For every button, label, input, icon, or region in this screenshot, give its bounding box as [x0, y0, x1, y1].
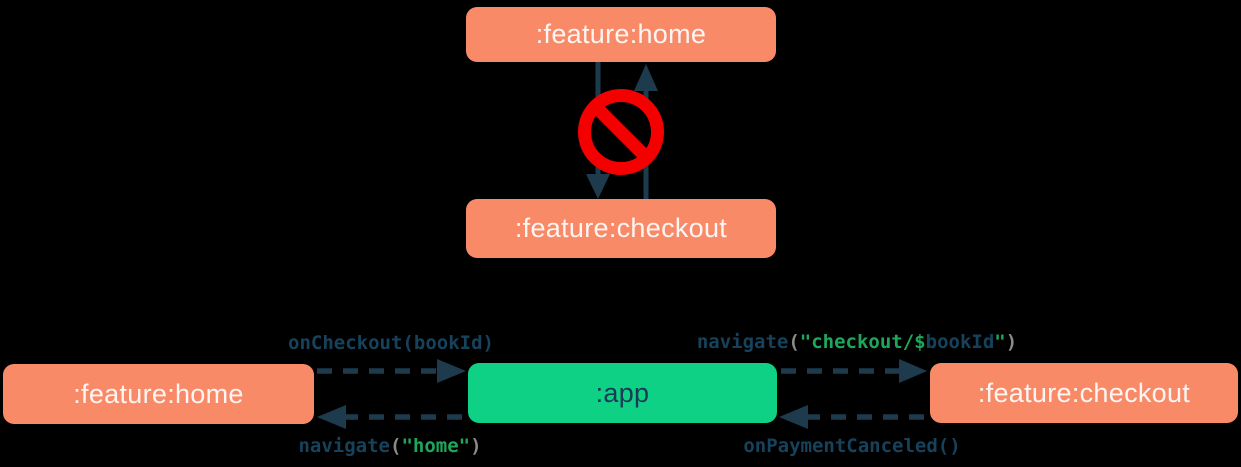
arrow-navigate-home [317, 405, 462, 429]
code-fn: onCheckout [288, 332, 403, 354]
label-navigate-checkout-call: navigate("checkout/$bookId") [697, 331, 1017, 353]
module-label: :feature:home [73, 378, 244, 409]
code-paren: () [937, 435, 961, 457]
code-paren: ) [1005, 331, 1018, 353]
code-string: "home" [401, 435, 471, 457]
label-oncheckout-call: onCheckout(bookId) [288, 332, 494, 354]
code-fn: navigate [696, 331, 789, 353]
arrow-navigate-checkout [781, 359, 927, 383]
module-box-feature-checkout-top: :feature:checkout [466, 199, 776, 258]
arrow-onpaymentcanceled [779, 405, 924, 429]
code-paren: ) [482, 332, 494, 354]
code-string: "checkout/$ [799, 331, 926, 353]
module-box-app: :app [468, 363, 777, 423]
code-string: " [994, 331, 1006, 353]
code-paren: ( [389, 435, 402, 457]
no-entry-icon [578, 89, 664, 175]
arrow-oncheckout [317, 359, 466, 383]
module-label: :feature:home [535, 19, 707, 49]
code-paren: ( [788, 331, 800, 353]
module-label: :feature:checkout [977, 377, 1191, 408]
module-box-feature-checkout-bottom: :feature:checkout [930, 363, 1238, 423]
module-label: :app [595, 377, 650, 408]
code-fn: onPaymentCanceled [743, 435, 938, 457]
module-label: :feature:checkout [514, 213, 728, 243]
code-fn: navigate [298, 435, 390, 457]
module-box-feature-home-bottom: :feature:home [3, 364, 314, 424]
label-navigate-home-call: navigate("home") [298, 435, 481, 457]
code-paren: ) [470, 435, 482, 457]
code-paren: ( [402, 332, 414, 354]
module-box-feature-home-top: :feature:home [466, 7, 776, 62]
code-arg: bookId [925, 331, 995, 353]
code-arg: bookId [413, 332, 483, 354]
label-onpaymentcanceled-call: onPaymentCanceled() [743, 435, 960, 457]
